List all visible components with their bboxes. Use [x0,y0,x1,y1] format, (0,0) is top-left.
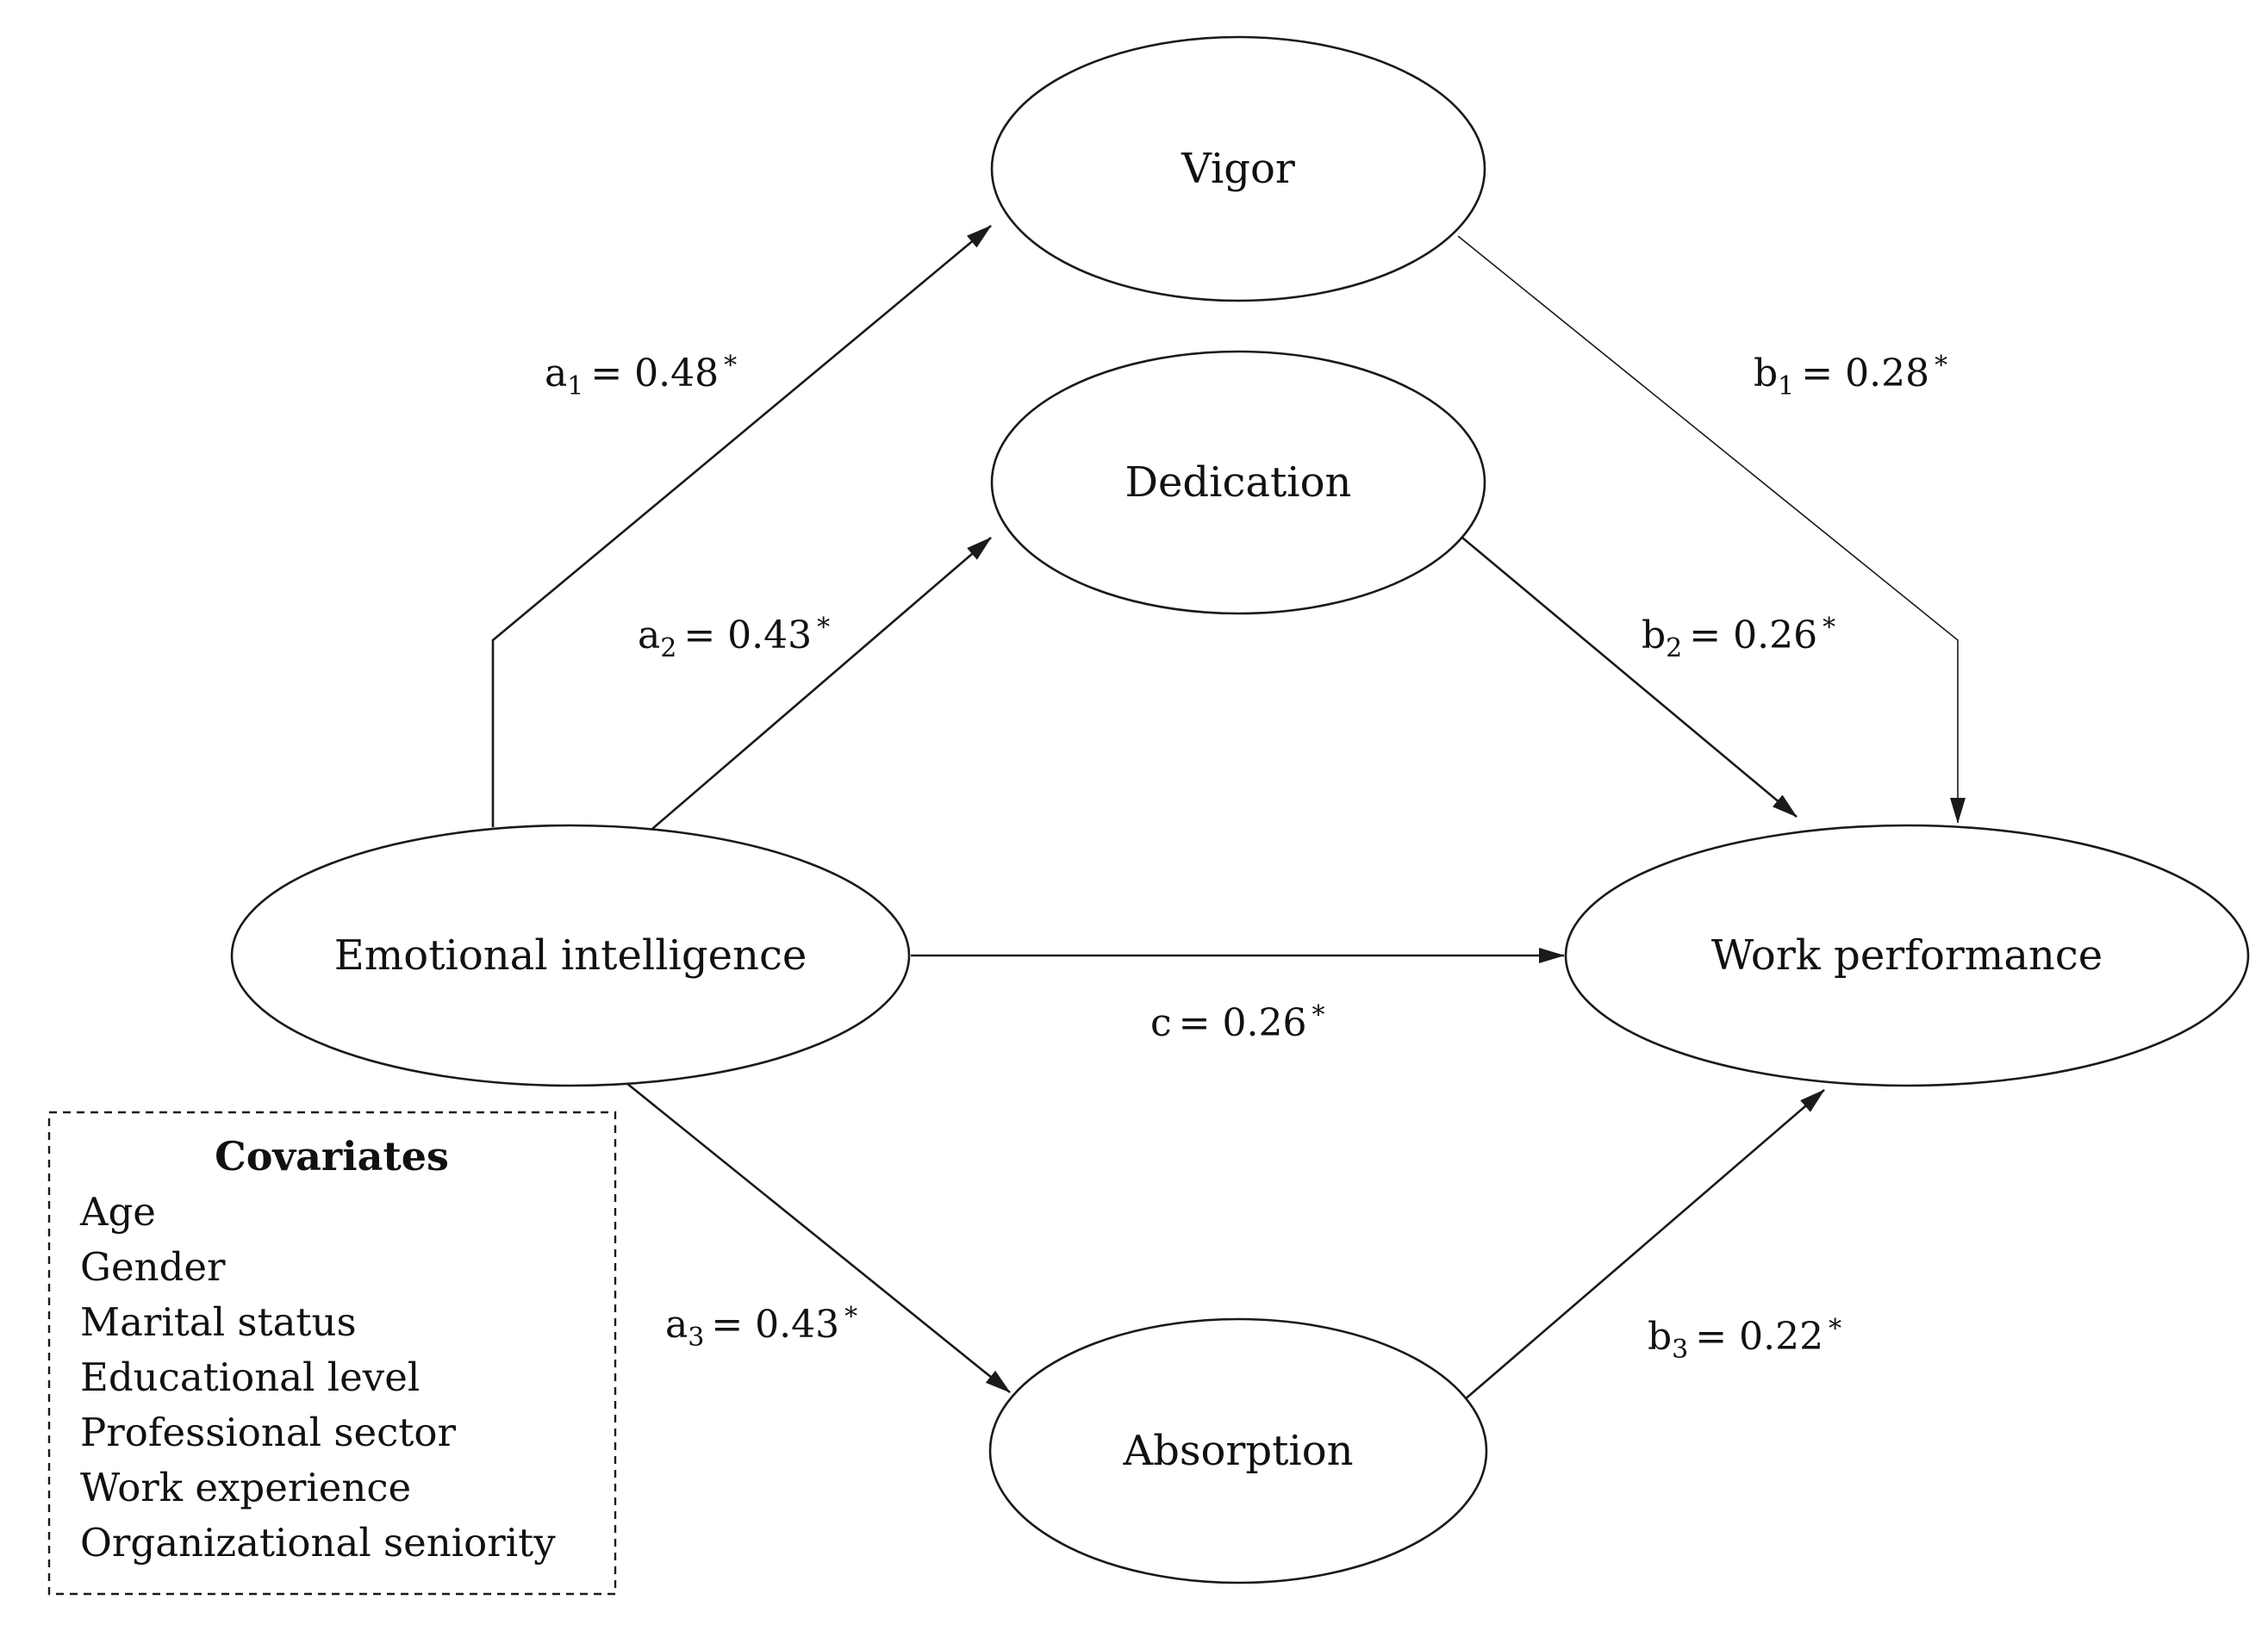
node-dedication: Dedication [990,350,1486,615]
coef-a1-sig: * [724,351,737,381]
coef-b3-sub: 3 [1672,1335,1688,1365]
node-work-performance-label: Work performance [1711,931,2103,980]
node-absorption-label: Absorption [1122,1427,1353,1475]
coef-b1-sig: * [1935,351,1947,381]
coef-a1-value: = 0.48 [590,352,719,395]
coef-b1: b1= 0.28* [1754,351,1947,402]
node-vigor-label: Vigor [1181,145,1295,193]
coef-c-var: c [1150,1001,1172,1045]
path-b1-arrow [1457,235,1966,824]
path-a3-arrow [626,1081,1011,1394]
coef-b3: b3= 0.22* [1648,1314,1841,1365]
coef-c-value: = 0.26 [1179,1001,1307,1045]
node-absorption: Absorption [988,1317,1488,1584]
path-b2-arrow [1461,537,1798,818]
coef-a1-sub: 1 [567,371,583,402]
covariates-title: Covariates [215,1133,449,1180]
coef-c-sig: * [1312,1000,1324,1030]
coef-a3-var: a [665,1303,688,1347]
node-vigor: Vigor [990,35,1486,302]
coef-b2-value: = 0.26 [1689,613,1817,657]
coef-b3-value: = 0.22 [1695,1315,1823,1359]
node-dedication-label: Dedication [1125,458,1352,507]
coef-a3-value: = 0.43 [711,1303,839,1347]
covariates-box: Covariates Age Gender Marital status Edu… [47,1111,617,1596]
coef-b1-sub: 1 [1778,371,1794,402]
covariate-item: Organizational seniority [80,1520,556,1566]
covariate-item: Age [79,1189,156,1235]
node-work-performance: Work performance [1564,824,2250,1087]
coef-b3-var: b [1648,1315,1672,1359]
node-emotional-intelligence-label: Emotional intelligence [334,931,807,980]
coef-a2: a2= 0.43* [638,613,830,663]
coef-b2-sub: 2 [1666,633,1682,663]
coef-a2-var: a [638,613,660,657]
covariate-item: Educational level [80,1354,420,1400]
covariate-item: Work experience [80,1465,411,1510]
coef-b1-var: b [1754,352,1778,395]
covariate-item: Marital status [80,1299,357,1345]
coef-b3-sig: * [1829,1314,1841,1344]
coef-a3-sub: 3 [688,1323,704,1353]
coef-c: c= 0.26* [1150,1000,1324,1045]
path-b3-arrow [1463,1089,1825,1401]
covariate-item: Professional sector [80,1410,456,1455]
coef-a1-var: a [545,352,567,395]
coef-a1: a1= 0.48* [545,351,737,402]
coef-a3: a3= 0.43* [665,1302,857,1353]
coef-a2-sig: * [817,613,830,643]
coef-a2-value: = 0.43 [683,613,812,657]
covariate-item: Gender [80,1244,226,1290]
path-a2-arrow [651,537,992,830]
coef-a3-sig: * [844,1302,857,1332]
coef-b2-var: b [1642,613,1666,657]
node-emotional-intelligence: Emotional intelligence [230,824,911,1087]
coef-b2-sig: * [1822,613,1835,643]
coef-b2: b2= 0.26* [1642,613,1835,663]
coef-b1-value: = 0.28 [1801,352,1929,395]
coef-a2-sub: 2 [660,633,676,663]
path-a1-arrow [491,225,992,827]
